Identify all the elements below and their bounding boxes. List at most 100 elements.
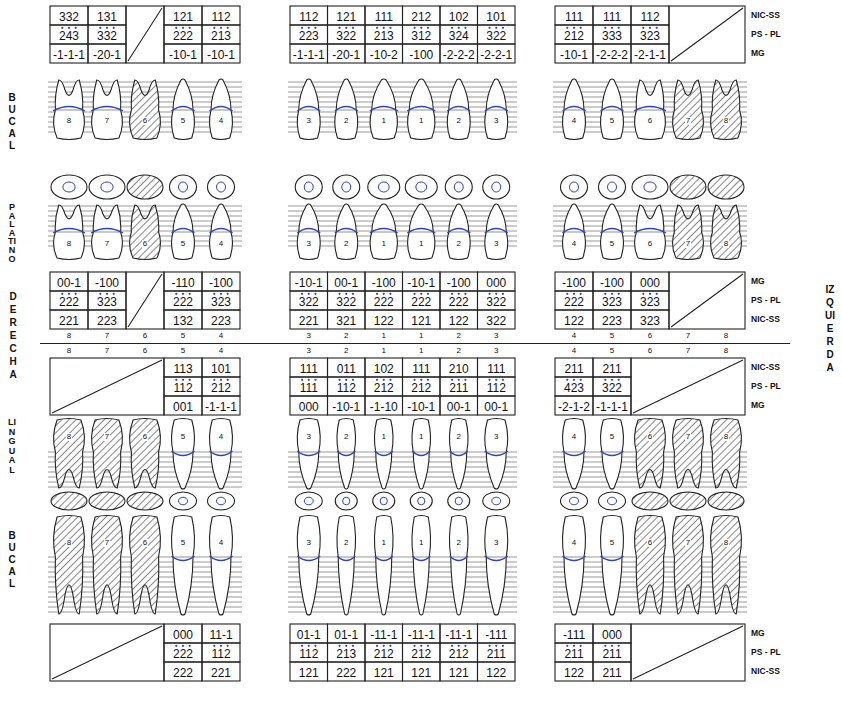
probing-value: 121 bbox=[299, 667, 319, 681]
bleeding-dot bbox=[451, 27, 453, 29]
occlusal-centre bbox=[380, 497, 387, 505]
bleeding-dot bbox=[611, 645, 613, 647]
probing-value: -2-1-1 bbox=[634, 49, 666, 63]
table-cell bbox=[328, 272, 366, 291]
tooth-outline bbox=[673, 516, 704, 615]
bleeding-dot bbox=[573, 293, 575, 295]
bleeding-dot bbox=[345, 293, 347, 295]
table-cell bbox=[88, 291, 126, 310]
table-cell bbox=[365, 624, 403, 643]
grid-line bbox=[288, 597, 517, 598]
probing-value: -1-1-1 bbox=[596, 401, 628, 415]
cej-line bbox=[564, 110, 584, 111]
tooth-number: 5 bbox=[609, 539, 615, 548]
bleeding-dot bbox=[182, 27, 184, 29]
table-cell bbox=[88, 272, 126, 291]
table-cell bbox=[440, 662, 478, 681]
table-cell bbox=[88, 44, 126, 63]
tooth-number: 6 bbox=[647, 433, 653, 442]
bleeding-dot bbox=[580, 379, 582, 381]
side-label: IZQUIERDA bbox=[825, 283, 835, 374]
probing-value: 222 bbox=[449, 296, 469, 310]
gingival-margin bbox=[53, 107, 85, 112]
table-cell bbox=[202, 624, 240, 643]
table-cell bbox=[478, 358, 516, 377]
bleeding-dot bbox=[502, 645, 504, 647]
bleeding-dot bbox=[488, 645, 490, 647]
table-cell bbox=[403, 310, 441, 329]
gingival-margin bbox=[601, 107, 624, 112]
tooth-number: 8 bbox=[723, 433, 729, 442]
tooth-outline bbox=[601, 516, 624, 616]
tooth-number: 1 bbox=[381, 433, 387, 442]
gingival-margin bbox=[370, 107, 398, 112]
tooth-number: 5 bbox=[180, 539, 186, 548]
bleeding-dot bbox=[308, 293, 310, 295]
bleeding-dot bbox=[573, 379, 575, 381]
bleeding-dot bbox=[352, 645, 354, 647]
gingival-margin bbox=[297, 556, 320, 561]
occlusal-centre bbox=[378, 182, 389, 192]
grid-line bbox=[288, 457, 517, 458]
occlusal-row bbox=[51, 492, 744, 510]
table-cell bbox=[593, 272, 631, 291]
probing-value: 113 bbox=[173, 363, 192, 377]
probing-value: 102 bbox=[449, 11, 469, 25]
table-cell bbox=[365, 358, 403, 377]
grid-line bbox=[288, 112, 517, 113]
table-cell bbox=[478, 377, 516, 396]
table-cell bbox=[440, 624, 478, 643]
bleeding-dot bbox=[458, 27, 460, 29]
table-cell bbox=[164, 643, 202, 662]
bleeding-dot bbox=[220, 645, 222, 647]
gingival-margin bbox=[172, 107, 195, 112]
tooth-outline bbox=[130, 516, 161, 615]
probing-value: -20-1 bbox=[332, 49, 360, 63]
tooth-outline bbox=[54, 80, 85, 140]
probing-value: -10-1 bbox=[295, 277, 323, 291]
tooth-number: 2 bbox=[456, 332, 462, 341]
probing-value: 211 bbox=[564, 648, 583, 662]
bleeding-dot bbox=[495, 27, 497, 29]
table-cell bbox=[555, 624, 593, 643]
row-label: NIC-SS bbox=[751, 667, 780, 677]
missing-tooth-cell bbox=[631, 358, 745, 415]
tooth-number: 8 bbox=[723, 240, 729, 249]
tooth-number: 8 bbox=[66, 347, 72, 356]
probing-value: 324 bbox=[449, 30, 469, 44]
bleeding-dot bbox=[383, 27, 385, 29]
bleeding-dot bbox=[189, 27, 191, 29]
table-cell bbox=[328, 643, 366, 662]
cej-line bbox=[376, 452, 392, 453]
bleeding-dot bbox=[566, 379, 568, 381]
probing-value: 423 bbox=[564, 382, 584, 396]
gingival-margin bbox=[450, 556, 468, 561]
table-cell bbox=[440, 310, 478, 329]
table-cell bbox=[365, 662, 403, 681]
grid-line bbox=[288, 477, 517, 478]
bleeding-dot bbox=[175, 27, 177, 29]
tooth-number: 5 bbox=[609, 240, 615, 249]
occlusal-outline bbox=[208, 492, 235, 510]
bleeding-dot bbox=[451, 645, 453, 647]
cej-line bbox=[93, 232, 120, 233]
bleeding-dot bbox=[618, 293, 620, 295]
tooth-number: 2 bbox=[456, 240, 462, 249]
probing-value: 111 bbox=[603, 11, 621, 25]
row-label: MG bbox=[751, 277, 765, 287]
grid-line bbox=[288, 87, 517, 88]
gingival-margin bbox=[91, 229, 123, 234]
occlusal-outline bbox=[368, 175, 400, 199]
grid-line bbox=[288, 452, 517, 453]
tooth-number: 1 bbox=[418, 332, 424, 341]
occlusal-centre bbox=[217, 497, 226, 505]
probing-value: -1-1-1 bbox=[53, 49, 85, 63]
probing-value: 122 bbox=[449, 315, 469, 329]
bleeding-dot bbox=[488, 27, 490, 29]
bleeding-dot bbox=[227, 379, 229, 381]
table-cell bbox=[164, 6, 202, 25]
table-cell bbox=[328, 25, 366, 44]
probing-value: 322 bbox=[486, 296, 506, 310]
table-cell bbox=[202, 272, 240, 291]
bleeding-dot bbox=[301, 645, 303, 647]
